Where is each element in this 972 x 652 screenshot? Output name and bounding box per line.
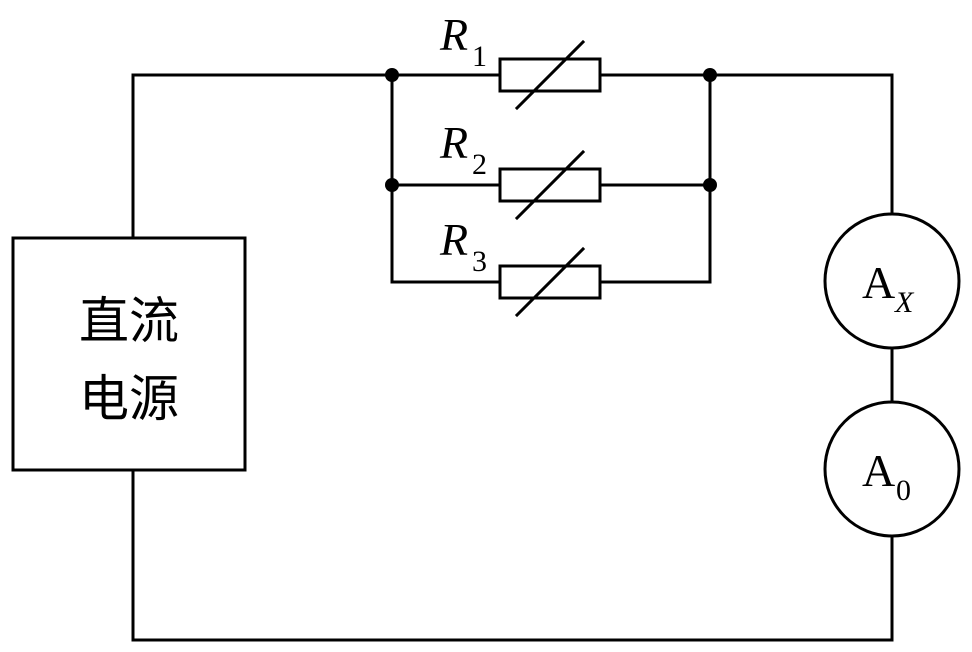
variable-arrow-line [514,149,586,221]
ammeter-subscript-ax: X [894,286,915,319]
variable-resistor-r2: R 2 [439,117,602,221]
wires [131,73,894,642]
junctions [385,68,717,192]
ammeter-ax: A X [823,212,961,350]
wire-right-top [708,73,894,216]
wire-right-rail [598,73,712,284]
ammeter-symbol-a0: A [862,445,895,496]
resistor-subscript-r1: 1 [472,40,487,73]
resistor-subscript-r2: 2 [472,148,487,181]
variable-arrow-line [514,246,586,318]
resistor-label-r1: R [439,9,468,60]
power-source-box [11,236,247,472]
junction-dot [385,178,399,192]
junction-dot [703,178,717,192]
junction-dot [385,68,399,82]
resistor-body [498,57,602,93]
ammeter-symbol-ax: A [862,257,895,308]
resistor-subscript-r3: 3 [472,245,487,278]
ammeter-a0: A 0 [823,400,961,538]
wire-bottom [131,468,894,642]
power-source-label-line1: 直流 [79,292,179,350]
ammeter-subscript-a0: 0 [896,474,911,507]
power-source-label-line2: 电源 [79,370,179,428]
resistor-label-r2: R [439,117,468,168]
ammeter-circle [823,400,961,538]
variable-arrow-line [514,39,586,111]
junction-dot [703,68,717,82]
wire-left-rail [390,73,502,284]
variable-resistor-r3: R 3 [439,214,602,318]
wire-source-top [131,73,394,240]
variable-resistor-r1: R 1 [439,9,602,111]
ammeter-circle [823,212,961,350]
resistor-label-r3: R [439,214,468,265]
dc-power-source: 直流 电源 [11,236,247,472]
